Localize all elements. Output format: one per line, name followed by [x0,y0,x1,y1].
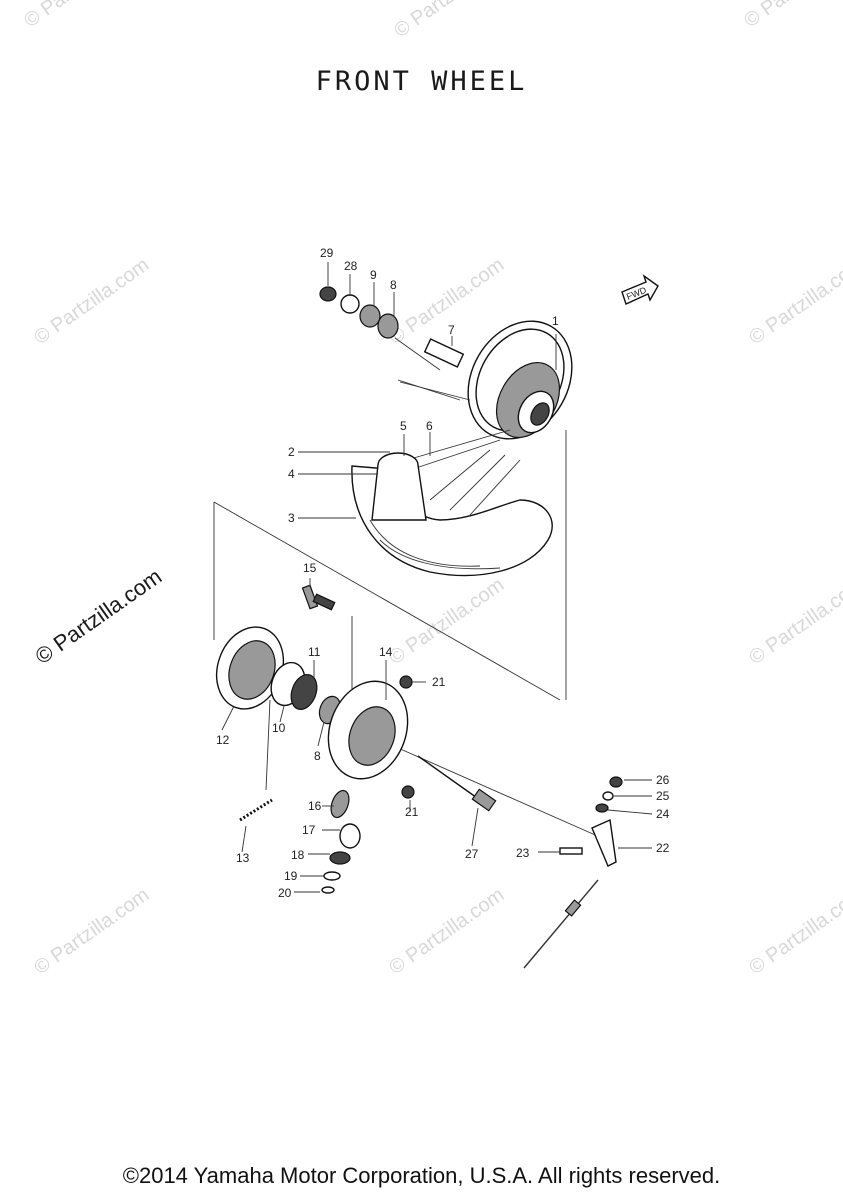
callout-labels: 29 28 9 8 7 1 5 6 2 4 3 15 14 11 21 12 1… [216,246,670,900]
watermark: © Partzilla.com [385,884,508,979]
tube [371,452,427,521]
callout-6: 6 [426,419,433,433]
callout-13: 13 [236,851,250,865]
callout-18: 18 [291,848,305,862]
fwd-arrow-icon: FWD [621,274,659,305]
callout-17: 17 [302,823,316,837]
watermark: © Partzilla.com [30,884,153,979]
callout-3: 3 [288,511,295,525]
callout-25: 25 [656,789,670,803]
callout-21: 21 [432,675,446,689]
brake-cam [301,584,336,611]
callout-5: 5 [400,419,407,433]
brake-plate [327,675,415,799]
callout-28: 28 [344,259,358,273]
callout-29: 29 [320,246,334,260]
watermark: © Partzilla.com [30,254,153,349]
callout-12: 12 [216,733,230,747]
callout-4: 4 [288,467,295,481]
watermark: © Partzilla.com [390,0,513,42]
callout-24: 24 [656,807,670,821]
callout-21: 21 [405,805,419,819]
callout-26: 26 [656,773,670,787]
side-watermark: © Partzilla.com [31,564,167,670]
wheel-hub [467,320,573,440]
callout-7: 7 [448,323,455,337]
callout-27: 27 [465,847,479,861]
watermark: © Partzilla.com [740,0,843,32]
callout-2: 2 [288,445,295,459]
spokes [399,381,521,516]
meter-gear-stack [321,789,361,894]
watermark: © Partzilla.com [20,0,143,32]
callout-23: 23 [516,846,530,860]
axle-parts-top [319,286,465,401]
callout-22: 22 [656,841,670,855]
callout-8: 8 [390,278,397,292]
watermark-layer: © Partzilla.com © Partzilla.com © Partzi… [20,0,843,979]
cam-lever [559,776,623,867]
watermark: © Partzilla.com [745,574,843,669]
watermark: © Partzilla.com [745,254,843,349]
leader-lines [221,262,653,893]
copyright-notice: ©2014 Yamaha Motor Corporation, U.S.A. A… [122,1163,721,1188]
callout-8: 8 [314,749,321,763]
callout-14: 14 [379,645,393,659]
brake-cable [523,879,599,969]
watermark: © Partzilla.com [385,574,508,669]
callout-20: 20 [278,886,292,900]
front-axle [417,755,497,812]
callout-10: 10 [272,721,286,735]
callout-1: 1 [552,314,559,328]
brake-shoes [215,626,285,710]
callout-19: 19 [284,869,298,883]
brake-spring [239,798,273,822]
watermark: © Partzilla.com [385,254,508,349]
callout-15: 15 [303,561,317,575]
page-title: FRONT WHEEL [315,66,528,97]
watermark: © Partzilla.com [745,884,843,979]
callout-9: 9 [370,268,377,282]
callout-16: 16 [308,799,322,813]
callout-11: 11 [308,645,321,659]
